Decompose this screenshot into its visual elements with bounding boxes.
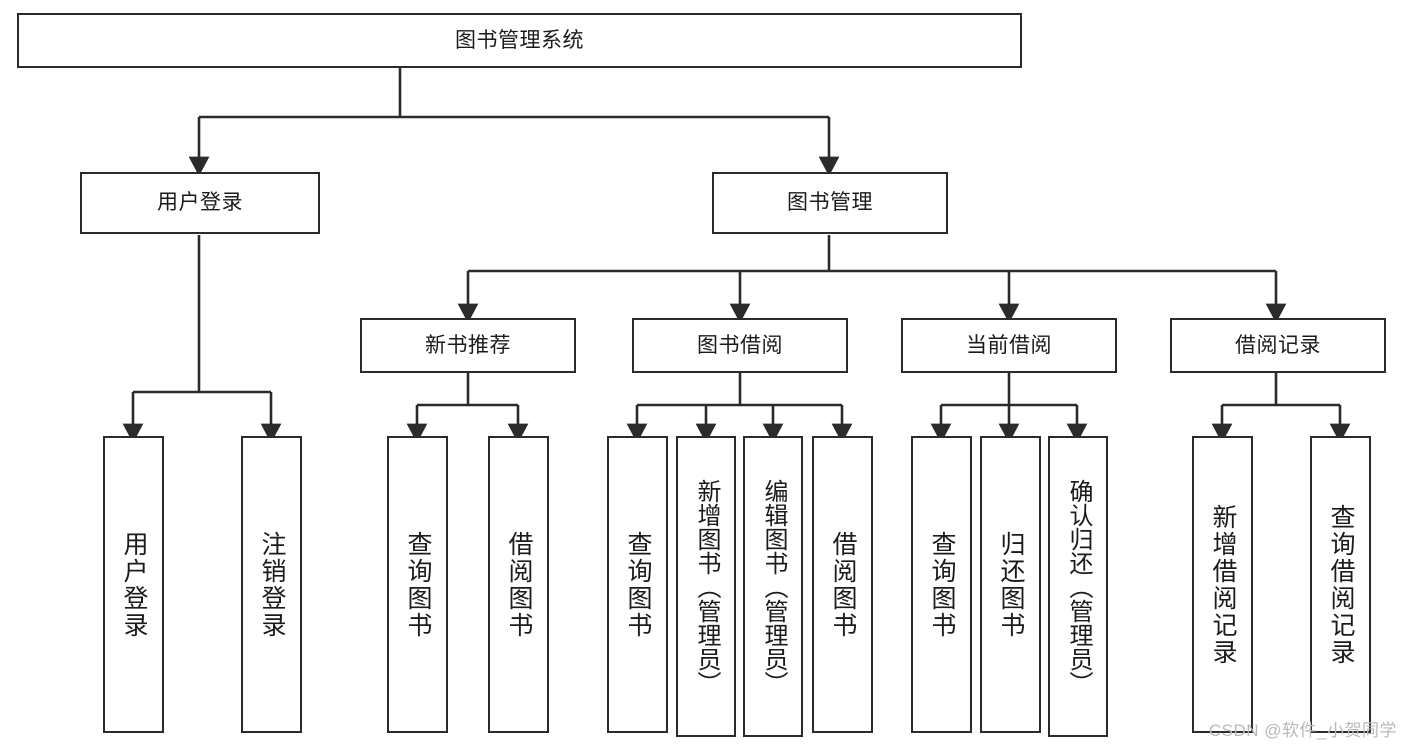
node-leaf-add-borrow-record-label: 新增借阅记录 [1209,503,1237,666]
node-book-borrow[interactable]: 图书借阅 [632,318,848,373]
node-leaf-query-book-current[interactable]: 查询图书 [911,436,972,733]
csdn-watermark: CSDN @软件_小贺同学 [1208,721,1397,740]
node-current-borrow-label: 当前借阅 [966,333,1052,357]
node-leaf-borrow-book-label: 借阅图书 [829,530,857,639]
node-leaf-confirm-return-admin[interactable]: 确认归还（管理员） [1048,436,1108,737]
node-user-login-label: 用户登录 [157,191,243,215]
node-leaf-query-book-borrow-label: 查询图书 [624,530,652,639]
node-leaf-confirm-return-admin-label: 确认归还（管理员） [1065,478,1092,695]
node-root[interactable]: 图书管理系统 [17,13,1022,68]
node-leaf-add-book-admin-label: 新增图书（管理员） [693,478,720,695]
node-leaf-query-book-borrow[interactable]: 查询图书 [607,436,668,733]
node-leaf-return-book[interactable]: 归还图书 [980,436,1041,733]
node-current-borrow[interactable]: 当前借阅 [901,318,1117,373]
node-leaf-borrow-book[interactable]: 借阅图书 [812,436,873,733]
node-book-management[interactable]: 图书管理 [712,172,948,234]
node-leaf-query-book-recommend[interactable]: 查询图书 [387,436,448,733]
node-leaf-query-book-current-label: 查询图书 [928,530,956,639]
node-book-management-label: 图书管理 [787,191,873,215]
node-leaf-logout-label: 注销登录 [258,530,286,639]
node-user-login[interactable]: 用户登录 [80,172,320,234]
node-leaf-edit-book-admin[interactable]: 编辑图书（管理员） [743,436,803,737]
node-leaf-query-book-recommend-label: 查询图书 [404,530,432,639]
node-leaf-logout[interactable]: 注销登录 [241,436,302,733]
node-new-book-recommend-label: 新书推荐 [425,333,511,357]
node-leaf-query-borrow-record-label: 查询借阅记录 [1327,503,1355,666]
node-leaf-query-borrow-record[interactable]: 查询借阅记录 [1310,436,1371,733]
node-leaf-borrow-book-recommend-label: 借阅图书 [505,530,533,639]
node-leaf-add-borrow-record[interactable]: 新增借阅记录 [1192,436,1253,733]
node-leaf-add-book-admin[interactable]: 新增图书（管理员） [676,436,736,737]
node-new-book-recommend[interactable]: 新书推荐 [360,318,576,373]
node-borrow-record[interactable]: 借阅记录 [1170,318,1386,373]
node-book-borrow-label: 图书借阅 [697,333,783,357]
node-leaf-edit-book-admin-label: 编辑图书（管理员） [760,478,787,695]
node-borrow-record-label: 借阅记录 [1235,333,1321,357]
node-leaf-return-book-label: 归还图书 [997,530,1025,639]
node-root-label: 图书管理系统 [455,28,584,52]
node-leaf-user-login[interactable]: 用户登录 [103,436,164,733]
node-leaf-user-login-label: 用户登录 [120,530,148,639]
node-leaf-borrow-book-recommend[interactable]: 借阅图书 [488,436,549,733]
